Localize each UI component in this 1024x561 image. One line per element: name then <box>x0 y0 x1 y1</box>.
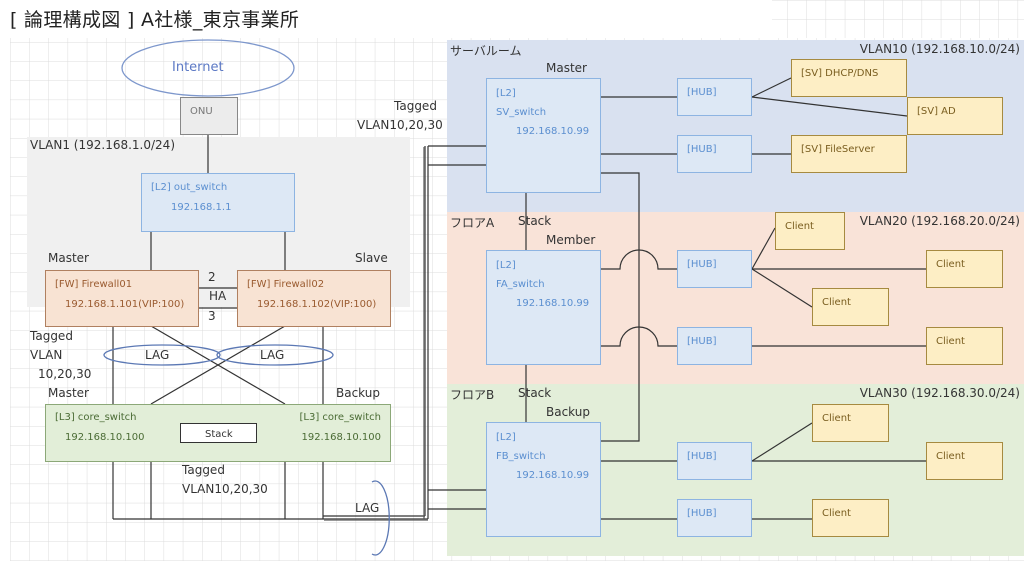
sv-switch-ip: 192.168.10.99 <box>516 126 590 137</box>
fb-hub-2[interactable]: [HUB] <box>677 499 752 537</box>
server-room-label: サーバルーム <box>450 44 522 58</box>
tagged-left-ids: 10,20,30 <box>38 367 92 381</box>
client-label: Client <box>936 259 965 270</box>
vlan30-label: VLAN30 (192.168.30.0/24) <box>859 386 1020 400</box>
lag-label-right: LAG <box>260 348 285 362</box>
client-label: Client <box>822 508 851 519</box>
server-ad[interactable]: [SV] AD <box>907 97 1003 135</box>
firewall02-ip: 192.168.1.102(VIP:100) <box>257 299 377 310</box>
onu-device[interactable]: ONU <box>180 97 238 135</box>
fb-switch-type: [L2] <box>496 432 516 443</box>
client-label: Client <box>822 413 851 424</box>
stack-link: Stack <box>180 423 257 443</box>
client-label: Client <box>936 336 965 347</box>
tagged-left-vlan: VLAN <box>30 348 63 362</box>
internet-cloud-label: Internet <box>172 60 224 75</box>
client-label: Client <box>936 451 965 462</box>
fb-client-3[interactable]: Client <box>812 499 889 537</box>
sv-hub-1[interactable]: [HUB] <box>677 78 752 116</box>
tagged-bottom-label: Tagged <box>182 463 225 477</box>
core-switch-left-ip: 192.168.10.100 <box>65 432 145 443</box>
client-label: Client <box>822 297 851 308</box>
firewall01[interactable]: [FW] Firewall01 192.168.1.101(VIP:100) <box>45 270 199 327</box>
core-switch-right-ip: 192.168.10.100 <box>301 432 381 443</box>
server-label: [SV] FileServer <box>801 144 875 155</box>
out-switch[interactable]: [L2] out_switch 192.168.1.1 <box>141 173 295 232</box>
fa-switch-ip: 192.168.10.99 <box>516 298 590 309</box>
tagged-top-vlans: VLAN10,20,30 <box>357 118 443 132</box>
ha-link-3-label: 3 <box>208 309 216 323</box>
fb-switch[interactable]: [L2] FB_switch 192.168.10.99 <box>486 422 601 537</box>
fb-client-1[interactable]: Client <box>812 404 889 442</box>
vlan10-label: VLAN10 (192.168.10.0/24) <box>859 42 1020 56</box>
firewall02[interactable]: [FW] Firewall02 192.168.1.102(VIP:100) <box>237 270 391 327</box>
hub-label: [HUB] <box>687 144 717 155</box>
firewall01-name: [FW] Firewall01 <box>55 279 133 290</box>
server-dhcp-dns[interactable]: [SV] DHCP/DNS <box>791 59 907 97</box>
floor-a-label: フロアA <box>450 216 495 230</box>
firewall02-name: [FW] Firewall02 <box>247 279 325 290</box>
client-label: Client <box>785 221 814 232</box>
sv-switch[interactable]: [L2] SV_switch 192.168.10.99 <box>486 78 601 193</box>
lag-label-left: LAG <box>145 348 170 362</box>
hub-label: [HUB] <box>687 259 717 270</box>
fb-hub-1[interactable]: [HUB] <box>677 442 752 480</box>
floor-b-label: フロアB <box>450 388 495 402</box>
fw-slave-label: Slave <box>355 251 388 265</box>
hub-label: [HUB] <box>687 336 717 347</box>
fb-switch-ip: 192.168.10.99 <box>516 470 590 481</box>
tagged-bottom-vlans: VLAN10,20,30 <box>182 482 268 496</box>
fa-client-1[interactable]: Client <box>775 212 845 250</box>
core-switch-left-name: [L3] core_switch <box>55 412 137 423</box>
fa-hub-2[interactable]: [HUB] <box>677 327 752 365</box>
fa-hub-1[interactable]: [HUB] <box>677 250 752 288</box>
hub-label: [HUB] <box>687 508 717 519</box>
server-label: [SV] DHCP/DNS <box>801 68 879 79</box>
fa-switch-role: Member <box>546 233 596 247</box>
core-master-label: Master <box>48 386 89 400</box>
core-switch-right-name: [L3] core_switch <box>299 412 382 423</box>
fa-client-3[interactable]: Client <box>812 288 889 326</box>
fa-client-4[interactable]: Client <box>926 327 1003 365</box>
fb-switch-name: FB_switch <box>496 451 546 462</box>
core-backup-label: Backup <box>336 386 380 400</box>
fa-switch[interactable]: [L2] FA_switch 192.168.10.99 <box>486 250 601 365</box>
out-switch-name: [L2] out_switch <box>151 182 228 193</box>
ha-label: HA <box>209 289 227 303</box>
sv-switch-name: SV_switch <box>496 107 547 118</box>
fa-switch-type: [L2] <box>496 260 516 271</box>
hub-label: [HUB] <box>687 87 717 98</box>
out-switch-ip: 192.168.1.1 <box>171 202 232 213</box>
fb-switch-role: Backup <box>546 405 590 419</box>
vlan1-label: VLAN1 (192.168.1.0/24) <box>30 138 176 152</box>
server-fileserver[interactable]: [SV] FileServer <box>791 135 907 173</box>
floor-a-stack-label: Stack <box>518 214 552 228</box>
fa-switch-name: FA_switch <box>496 279 545 290</box>
floor-b-stack-label: Stack <box>518 386 552 400</box>
lag-label-trunk: LAG <box>355 501 380 515</box>
page-title: [ 論理構成図 ] A社様_東京事業所 <box>10 9 300 31</box>
sv-hub-2[interactable]: [HUB] <box>677 135 752 173</box>
tagged-left-label: Tagged <box>30 329 73 343</box>
hub-label: [HUB] <box>687 451 717 462</box>
tagged-top-label: Tagged <box>394 99 437 113</box>
firewall01-ip: 192.168.1.101(VIP:100) <box>65 299 185 310</box>
sv-switch-type: [L2] <box>496 88 516 99</box>
fb-client-2[interactable]: Client <box>926 442 1003 480</box>
server-label: [SV] AD <box>917 106 956 117</box>
ha-link-2-label: 2 <box>208 270 216 284</box>
onu-label: ONU <box>190 106 213 117</box>
vlan20-label: VLAN20 (192.168.20.0/24) <box>859 214 1020 228</box>
sv-switch-role: Master <box>546 61 587 75</box>
fw-master-label: Master <box>48 251 89 265</box>
stack-label: Stack <box>205 429 233 440</box>
fa-client-2[interactable]: Client <box>926 250 1003 288</box>
